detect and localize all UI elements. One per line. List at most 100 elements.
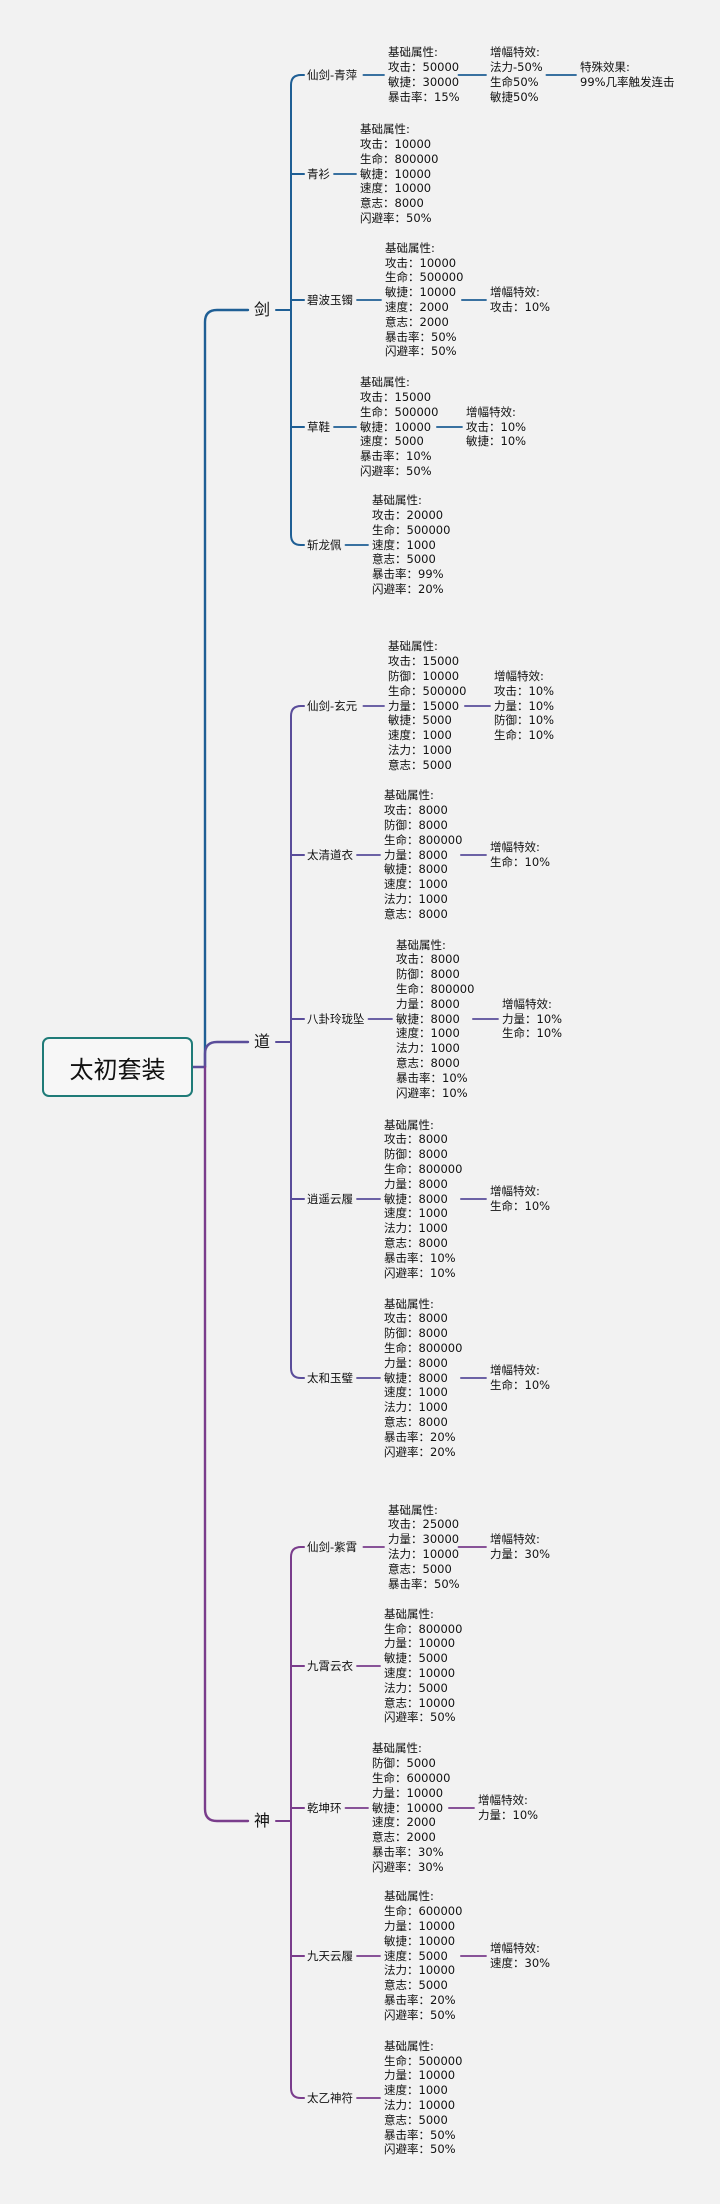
attribute-line: 闪避率：10% (396, 1085, 468, 1100)
attribute-line: 敏捷：10000 (385, 285, 457, 300)
attribute-line: 生命50% (490, 74, 539, 89)
attribute-line: 意志：2000 (385, 314, 449, 329)
attribute-line: 力量：8000 (396, 996, 460, 1011)
attribute-line: 意志：10000 (384, 1695, 456, 1710)
attribute-heading: 基础属性: (384, 1606, 434, 1621)
attribute-line: 敏捷：8000 (384, 862, 448, 877)
attribute-line: 意志：5000 (384, 2112, 448, 2127)
attribute-line: 敏捷：8000 (396, 1011, 460, 1026)
attribute-line: 攻击：8000 (384, 1132, 448, 1147)
attribute-line: 法力：1000 (384, 891, 448, 906)
attribute-line: 意志：5000 (372, 552, 436, 567)
item-name: 斩龙佩 (307, 538, 342, 552)
attribute-line: 速度：1000 (372, 537, 436, 552)
attribute-heading: 增幅特效: (490, 1941, 540, 1956)
attribute-line: 法力-50% (490, 60, 543, 75)
attribute-line: 速度：10000 (360, 181, 432, 196)
attribute-line: 法力：1000 (384, 1400, 448, 1415)
attribute-line: 攻击：15000 (388, 654, 460, 669)
special-effect: 特殊效果:99%几率触发连击 (580, 60, 675, 90)
item-name: 乾坤环 (307, 1801, 342, 1815)
attribute-line: 力量：10000 (384, 2068, 456, 2083)
attribute-line: 敏捷：5000 (388, 713, 452, 728)
attribute-line: 敏捷50% (490, 89, 539, 104)
attribute-line: 生命：10% (502, 1026, 563, 1041)
attribute-line: 速度：2000 (372, 1815, 436, 1830)
branch-label-0: 剑 (253, 300, 270, 319)
boost-effects: 增幅特效:力量：10%生命：10% (502, 997, 562, 1041)
branch-label-1: 道 (253, 1032, 270, 1051)
attribute-line: 攻击：10% (490, 299, 551, 314)
attribute-heading: 增幅特效: (478, 1793, 528, 1808)
attribute-heading: 增幅特效: (466, 404, 516, 419)
item-name: 九霄云衣 (307, 1659, 353, 1673)
attribute-line: 攻击：10000 (360, 136, 432, 151)
attribute-heading: 基础属性: (360, 122, 410, 137)
attribute-heading: 增幅特效: (490, 45, 540, 60)
attribute-line: 意志：5000 (388, 757, 452, 772)
item-name: 仙剑-青萍 (307, 68, 358, 82)
attribute-heading: 增幅特效: (490, 1363, 540, 1378)
attribute-line: 攻击：50000 (388, 60, 460, 75)
attribute-line: 闪避率：50% (384, 2142, 456, 2157)
attribute-line: 生命：600000 (372, 1770, 451, 1785)
attribute-line: 意志：8000 (360, 196, 424, 211)
attribute-line: 法力：5000 (384, 1680, 448, 1695)
attribute-line: 攻击：10% (494, 683, 555, 698)
attribute-heading: 基础属性: (385, 240, 435, 255)
attribute-line: 攻击：20000 (372, 507, 444, 522)
attribute-line: 敏捷：10000 (372, 1800, 444, 1815)
attribute-line: 生命：800000 (396, 981, 475, 996)
attribute-line: 暴击率：99% (372, 567, 444, 582)
attribute-line: 暴击率：10% (396, 1070, 468, 1085)
attribute-heading: 基础属性: (388, 45, 438, 60)
attribute-line: 攻击：25000 (388, 1517, 460, 1532)
attribute-heading: 基础属性: (384, 2038, 434, 2053)
attribute-line: 敏捷：30000 (388, 74, 460, 89)
item-name: 太乙神符 (307, 2091, 353, 2105)
attribute-line: 法力：1000 (384, 1221, 448, 1236)
attribute-line: 法力：1000 (388, 742, 452, 757)
boost-effects: 增幅特效:攻击：10%敏捷：10% (466, 405, 526, 449)
attribute-heading: 增幅特效: (490, 285, 540, 300)
attribute-line: 生命：800000 (360, 151, 439, 166)
item-name: 草鞋 (307, 420, 330, 434)
attribute-line: 暴击率：50% (388, 1576, 460, 1591)
attribute-line: 力量：15000 (388, 698, 460, 713)
attribute-heading: 基础属性: (372, 1741, 422, 1756)
attribute-line: 速度：1000 (388, 728, 452, 743)
attribute-line: 速度：1000 (384, 2083, 448, 2098)
attribute-heading: 基础属性: (360, 375, 410, 390)
attribute-line: 生命：500000 (385, 270, 464, 285)
item-name: 八卦玲珑坠 (307, 1012, 365, 1026)
item-name: 逍遥云履 (307, 1192, 353, 1206)
attribute-line: 防御：10000 (388, 668, 460, 683)
item-name: 太和玉璧 (307, 1371, 353, 1385)
attribute-line: 闪避率：20% (384, 1444, 456, 1459)
attribute-line: 速度：1000 (396, 1026, 460, 1041)
attribute-heading: 特殊效果: (580, 60, 630, 75)
attribute-line: 意志：8000 (384, 1235, 448, 1250)
attribute-line: 攻击：8000 (396, 952, 460, 967)
attribute-line: 敏捷：10000 (360, 419, 432, 434)
connector-line (203, 1040, 250, 1069)
attribute-line: 速度：1000 (384, 877, 448, 892)
attribute-heading: 增幅特效: (494, 669, 544, 683)
attribute-line: 暴击率：10% (384, 1250, 456, 1265)
attribute-line: 攻击：10000 (385, 255, 457, 270)
item-name: 青衫 (307, 167, 330, 181)
attribute-line: 力量：8000 (384, 847, 448, 862)
attribute-line: 防御：8000 (396, 967, 460, 982)
attribute-line: 暴击率：15% (388, 89, 460, 104)
attribute-line: 99%几率触发连击 (580, 74, 675, 89)
attribute-heading: 基础属性: (384, 788, 434, 803)
connector-line (290, 74, 302, 546)
boost-effects: 增幅特效:力量：30% (490, 1532, 550, 1562)
attribute-line: 生命：10% (490, 1377, 551, 1392)
